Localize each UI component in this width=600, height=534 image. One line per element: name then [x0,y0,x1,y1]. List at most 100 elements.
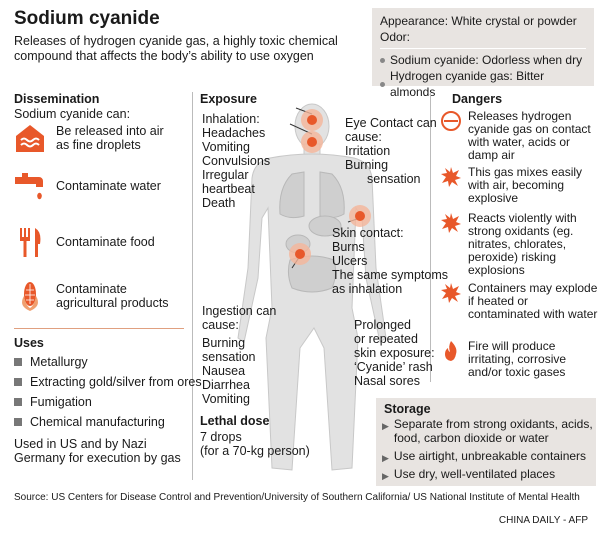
dissemination-label: Contaminate food [56,235,155,249]
source-note: Source: US Centers for Disease Control a… [14,492,580,503]
dissemination-item: Contaminate food [14,226,155,258]
dissemination-label: Contaminate agricultural products [56,282,169,310]
bullet-square-icon [14,398,22,406]
storage-item: ▶ Use dry, well-ventilated places [382,467,597,484]
lethal-text: 7 drops [200,430,242,444]
odor-item: Hydrogen cyanide gas: Bitter almonds [390,69,545,99]
prolonged-text: ‘Cyanide’ rash [354,360,433,374]
lethal-text: (for a 70-kg person) [200,444,310,458]
exposure-hotspot [289,109,371,265]
danger-label: Fire will produce irritating, corrosive … [468,339,567,379]
eye-text: Eye Contact can [345,116,437,130]
danger-label: Containers may explode if heated or cont… [468,281,598,321]
odor-item: Sodium cyanide: Odorless when dry [390,53,583,67]
bullet-icon [380,81,385,87]
inhalation-text: Convulsions [202,154,271,168]
prolonged-exposure-block: Prolonged or repeated skin exposure: ‘Cy… [354,318,435,388]
exposure-heading: Exposure [200,92,257,106]
dissemination-item: Contaminate agricultural products [14,280,194,312]
danger-item: Fire will produce irritating, corrosive … [440,340,600,379]
danger-item: Containers may explode if heated or cont… [440,282,600,321]
ingestion-block: Ingestion can cause: Burning sensation N… [202,304,276,406]
appearance-line: Appearance: White crystal or powder [380,14,577,28]
danger-item: This gas mixes easily with air, becoming… [440,166,600,205]
storage-label: Separate from strong oxidants, acids, fo… [393,417,593,445]
arrow-right-icon: ▶ [382,471,389,481]
ingestion-text: Vomiting [202,392,250,406]
column-divider [430,92,431,382]
inhalation-text: Irregular [202,168,249,182]
danger-item: Reacts violently with strong oxidants (e… [440,212,600,277]
use-item: Chemical manufacturing [14,415,165,429]
bullet-square-icon [14,418,22,426]
section-divider [14,328,184,329]
ingestion-text: Nausea [202,364,246,378]
storage-label: Use airtight, unbreakable containers [393,449,587,463]
tap-icon [15,173,43,200]
appearance-box: Appearance: White crystal or powder Odor… [372,8,594,99]
no-water-icon [441,111,461,131]
danger-item: Releases hydrogen cyanide gas on contact… [440,110,600,162]
prolonged-text: skin exposure: [354,346,435,360]
eye-contact-block: Eye Contact can cause: Irritation Burnin… [345,116,437,186]
prolonged-text: Prolonged [354,318,411,332]
inhalation-text: Inhalation: [202,112,260,126]
subtitle: Releases of hydrogen cyanide gas, a high… [14,34,338,63]
storage-item: ▶ Use airtight, unbreakable containers [382,449,597,466]
eye-text: cause: [345,130,382,144]
column-divider [192,92,193,480]
storage-label: Use dry, well-ventilated places [393,467,556,481]
danger-label: This gas mixes easily with air, becoming… [468,165,583,205]
skin-text: Skin contact: [332,226,404,240]
dissemination-item: Contaminate water [14,170,161,202]
inhalation-text: Death [202,196,236,210]
corn-icon [22,282,38,311]
bullet-square-icon [14,358,22,366]
use-label: Extracting gold/silver from ores [30,375,202,389]
dissemination-intro: Sodium cyanide can: [14,107,131,121]
prolonged-text: Nasal sores [354,374,420,388]
lethal-dose-heading: Lethal dose [200,414,270,428]
ingestion-text: sensation [202,350,256,364]
odor-label: Odor: [380,30,411,44]
fork-knife-icon [20,228,41,257]
lethal-dose-value: 7 drops (for a 70-kg person) [200,430,310,458]
credit: CHINA DAILY - AFP [498,515,588,526]
storage-heading: Storage [384,402,431,416]
skin-text: The same symptoms [332,268,449,282]
dissemination-label: Be released into air as fine droplets [56,124,164,152]
human-body-figure [237,103,387,471]
skin-text: Ulcers [332,254,368,268]
burst-icon [441,283,461,303]
use-item: Extracting gold/silver from ores [14,375,202,389]
storage-item: ▶ Separate from strong oxidants, acids, f… [382,417,597,445]
dissemination-label: Contaminate water [56,179,161,193]
dangers-heading: Dangers [452,92,503,106]
ingestion-text: cause: [202,318,239,332]
danger-label: Releases hydrogen cyanide gas on contact… [468,109,591,162]
skin-text: as inhalation [332,282,403,296]
dissemination-item: Be released into air as fine droplets [14,122,189,154]
eye-text: Burning [345,158,389,172]
use-label: Fumigation [30,395,92,409]
arrow-right-icon: ▶ [382,453,389,463]
inhalation-text: heartbeat [202,182,255,196]
inhalation-text: Vomiting [202,140,250,154]
prolonged-text: or repeated [354,332,418,346]
inhalation-block: Inhalation: Headaches Vomiting Convulsio… [202,112,270,210]
house-wave-icon [16,125,44,152]
use-item: Fumigation [14,395,92,409]
use-label: Metallurgy [30,355,88,369]
fire-icon [445,341,457,361]
danger-label: Reacts violently with strong oxidants (e… [468,211,577,277]
dissemination-heading: Dissemination [14,92,100,106]
uses-note: Used in US and by Nazi Germany for execu… [14,437,181,465]
use-item: Metallurgy [14,355,88,369]
arrow-right-icon: ▶ [382,421,389,431]
ingestion-text: Burning [202,336,246,350]
bullet-square-icon [14,378,22,386]
bullet-icon [380,57,385,63]
eye-text: sensation [367,172,421,186]
ingestion-text: Diarrhea [202,378,250,392]
page-title: Sodium cyanide [14,8,160,29]
